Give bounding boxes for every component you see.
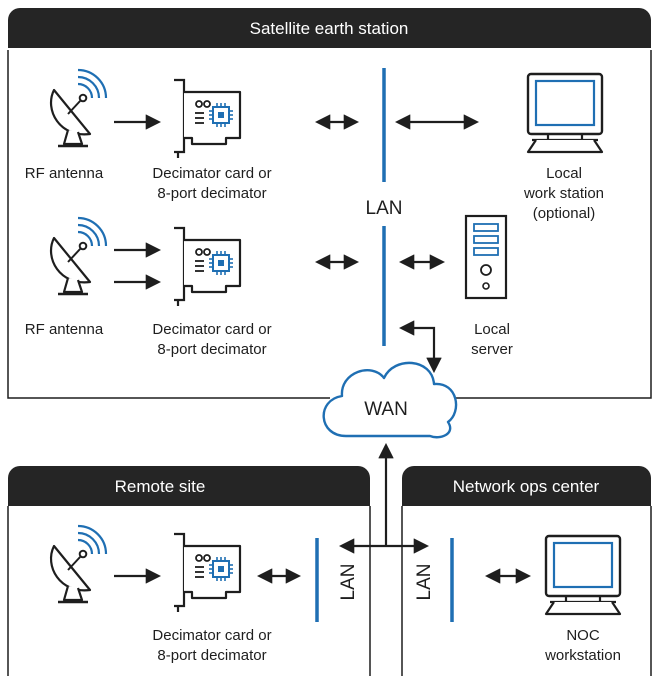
remote-lan-label: LAN	[338, 564, 359, 601]
lan-label: LAN	[366, 198, 403, 219]
noc-title: Network ops center	[453, 477, 600, 496]
server-tower-icon	[464, 214, 508, 300]
rf-antenna-label: RF antenna	[25, 321, 104, 338]
monitor-icon	[544, 534, 622, 616]
remote-site-panel: Remote site	[7, 466, 371, 676]
satellite-dish-icon	[49, 216, 108, 296]
decimator-label-line2: 8-port decimator	[157, 185, 266, 202]
rf-antenna-label: RF antenna	[25, 165, 104, 182]
remote-site-header	[8, 466, 370, 506]
remote-site-title: Remote site	[115, 477, 206, 496]
decimator-label-line1: Decimator card or	[152, 627, 271, 644]
decimator-card-icon	[172, 78, 242, 160]
earth-station-title: Satellite earth station	[250, 19, 409, 38]
cloud-icon	[322, 361, 458, 439]
server-label-line2: server	[471, 341, 513, 358]
satellite-dish-icon	[49, 68, 108, 148]
decimator-label-line1: Decimator card or	[152, 321, 271, 338]
satellite-dish-icon	[49, 524, 108, 604]
decimator-card-icon	[172, 532, 242, 614]
workstation-label-line2: work station	[523, 185, 604, 202]
monitor-icon	[526, 72, 604, 154]
workstation-label-line3: (optional)	[533, 205, 596, 222]
decimator-label-line2: 8-port decimator	[157, 647, 266, 664]
earth-station-panel: Satellite earth station	[7, 8, 652, 399]
noc-header	[402, 466, 651, 506]
arrow-lan-wan	[398, 320, 442, 374]
noc-workstation-label-line1: NOC	[566, 627, 600, 644]
decimator-label-line2: 8-port decimator	[157, 341, 266, 358]
noc-panel: Network ops center	[401, 466, 652, 676]
wan-label: WAN	[364, 399, 408, 420]
decimator-card-icon	[172, 226, 242, 308]
workstation-label-line1: Local	[546, 165, 582, 182]
earth-station-header	[8, 8, 651, 48]
server-label-line1: Local	[474, 321, 510, 338]
noc-lan-label: LAN	[414, 564, 435, 601]
noc-workstation-label-line2: workstation	[544, 647, 621, 664]
decimator-label-line1: Decimator card or	[152, 165, 271, 182]
